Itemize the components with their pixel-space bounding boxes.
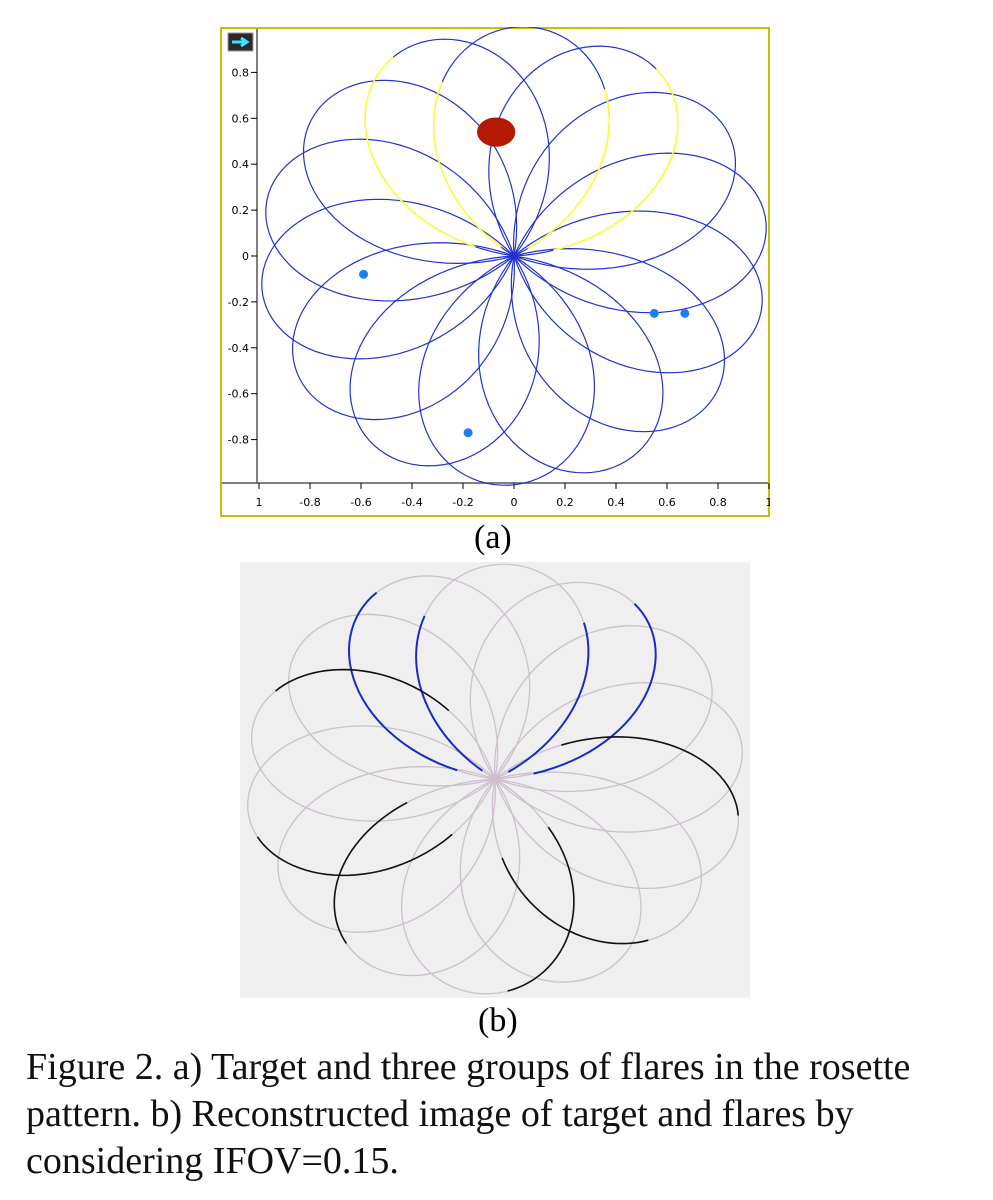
- reconstructed-petal: [493, 625, 713, 793]
- x-tick-label: -0.4: [401, 496, 422, 509]
- target-arc: [347, 591, 458, 772]
- flare-arc: [507, 826, 575, 992]
- flare-point: [680, 308, 690, 318]
- flare-arc: [561, 736, 740, 816]
- x-tick-label: 0.6: [658, 496, 676, 509]
- flare-arc: [256, 833, 453, 877]
- y-axis-ticks: 0.8 0.6 0.4 0.2 0 -0.2 -0.4 -0.6 -0.8: [228, 66, 257, 447]
- target-arc: [533, 603, 657, 775]
- x-tick-label: -0.6: [350, 496, 371, 509]
- y-tick-label: 0.6: [232, 112, 250, 125]
- target-scan-arc: [527, 89, 611, 250]
- target-scan-arc: [364, 56, 476, 248]
- x-tick-label: 1: [766, 496, 771, 509]
- x-tick-label: 0.2: [556, 496, 574, 509]
- flare-arc: [501, 857, 649, 945]
- figure-a-label: (a): [474, 519, 512, 556]
- rosette-petal: [512, 91, 737, 270]
- target-scan-arc: [553, 68, 679, 252]
- reconstructed-flare-arcs: [256, 668, 740, 992]
- toolbar-arrow-button[interactable]: [227, 32, 254, 52]
- flare-arc: [333, 801, 408, 944]
- y-tick-label: -0.2: [228, 296, 249, 309]
- y-tick-label: 0.2: [232, 204, 250, 217]
- plot-frame: [220, 27, 770, 517]
- flare-point: [359, 269, 369, 279]
- flare-arc: [275, 668, 450, 712]
- target-scan-arc: [432, 81, 502, 248]
- reconstructed-target-arcs: [347, 591, 657, 775]
- figure-a-chart: 0.8 0.6 0.4 0.2 0 -0.2 -0.4 -0.6 -0.8 1 -0.8 -0.6 -…: [220, 27, 770, 517]
- x-tick-label: 1: [256, 496, 263, 509]
- y-tick-label: -0.6: [228, 388, 249, 401]
- figure-b-label: (b): [478, 1002, 518, 1039]
- target-scan-arcs: [364, 56, 679, 252]
- x-tick-label: 0.4: [607, 496, 625, 509]
- x-tick-label: -0.2: [452, 496, 473, 509]
- flare-point: [463, 428, 473, 438]
- flare-markers: [359, 269, 690, 438]
- target-arc: [415, 615, 484, 772]
- target-marker: [477, 117, 516, 147]
- x-tick-label: -0.8: [299, 496, 320, 509]
- target-blob: [477, 117, 516, 147]
- y-tick-label: 0.8: [232, 66, 250, 79]
- x-axis-ticks: 1 -0.8 -0.6 -0.4 -0.2 0 0.2 0.4 0.6 0.8 1: [256, 483, 771, 509]
- y-tick-label: 0.4: [232, 158, 250, 171]
- target-arc: [507, 622, 590, 773]
- x-tick-label: 0: [511, 496, 518, 509]
- y-tick-label: -0.8: [228, 434, 249, 447]
- flare-point: [649, 308, 659, 318]
- figure-b-reconstructed-image: [240, 562, 750, 998]
- figure-caption: Figure 2. a) Target and three groups of …: [26, 1046, 911, 1182]
- x-tick-label: 0.8: [709, 496, 727, 509]
- y-tick-label: 0: [242, 250, 249, 263]
- y-tick-label: -0.4: [228, 342, 249, 355]
